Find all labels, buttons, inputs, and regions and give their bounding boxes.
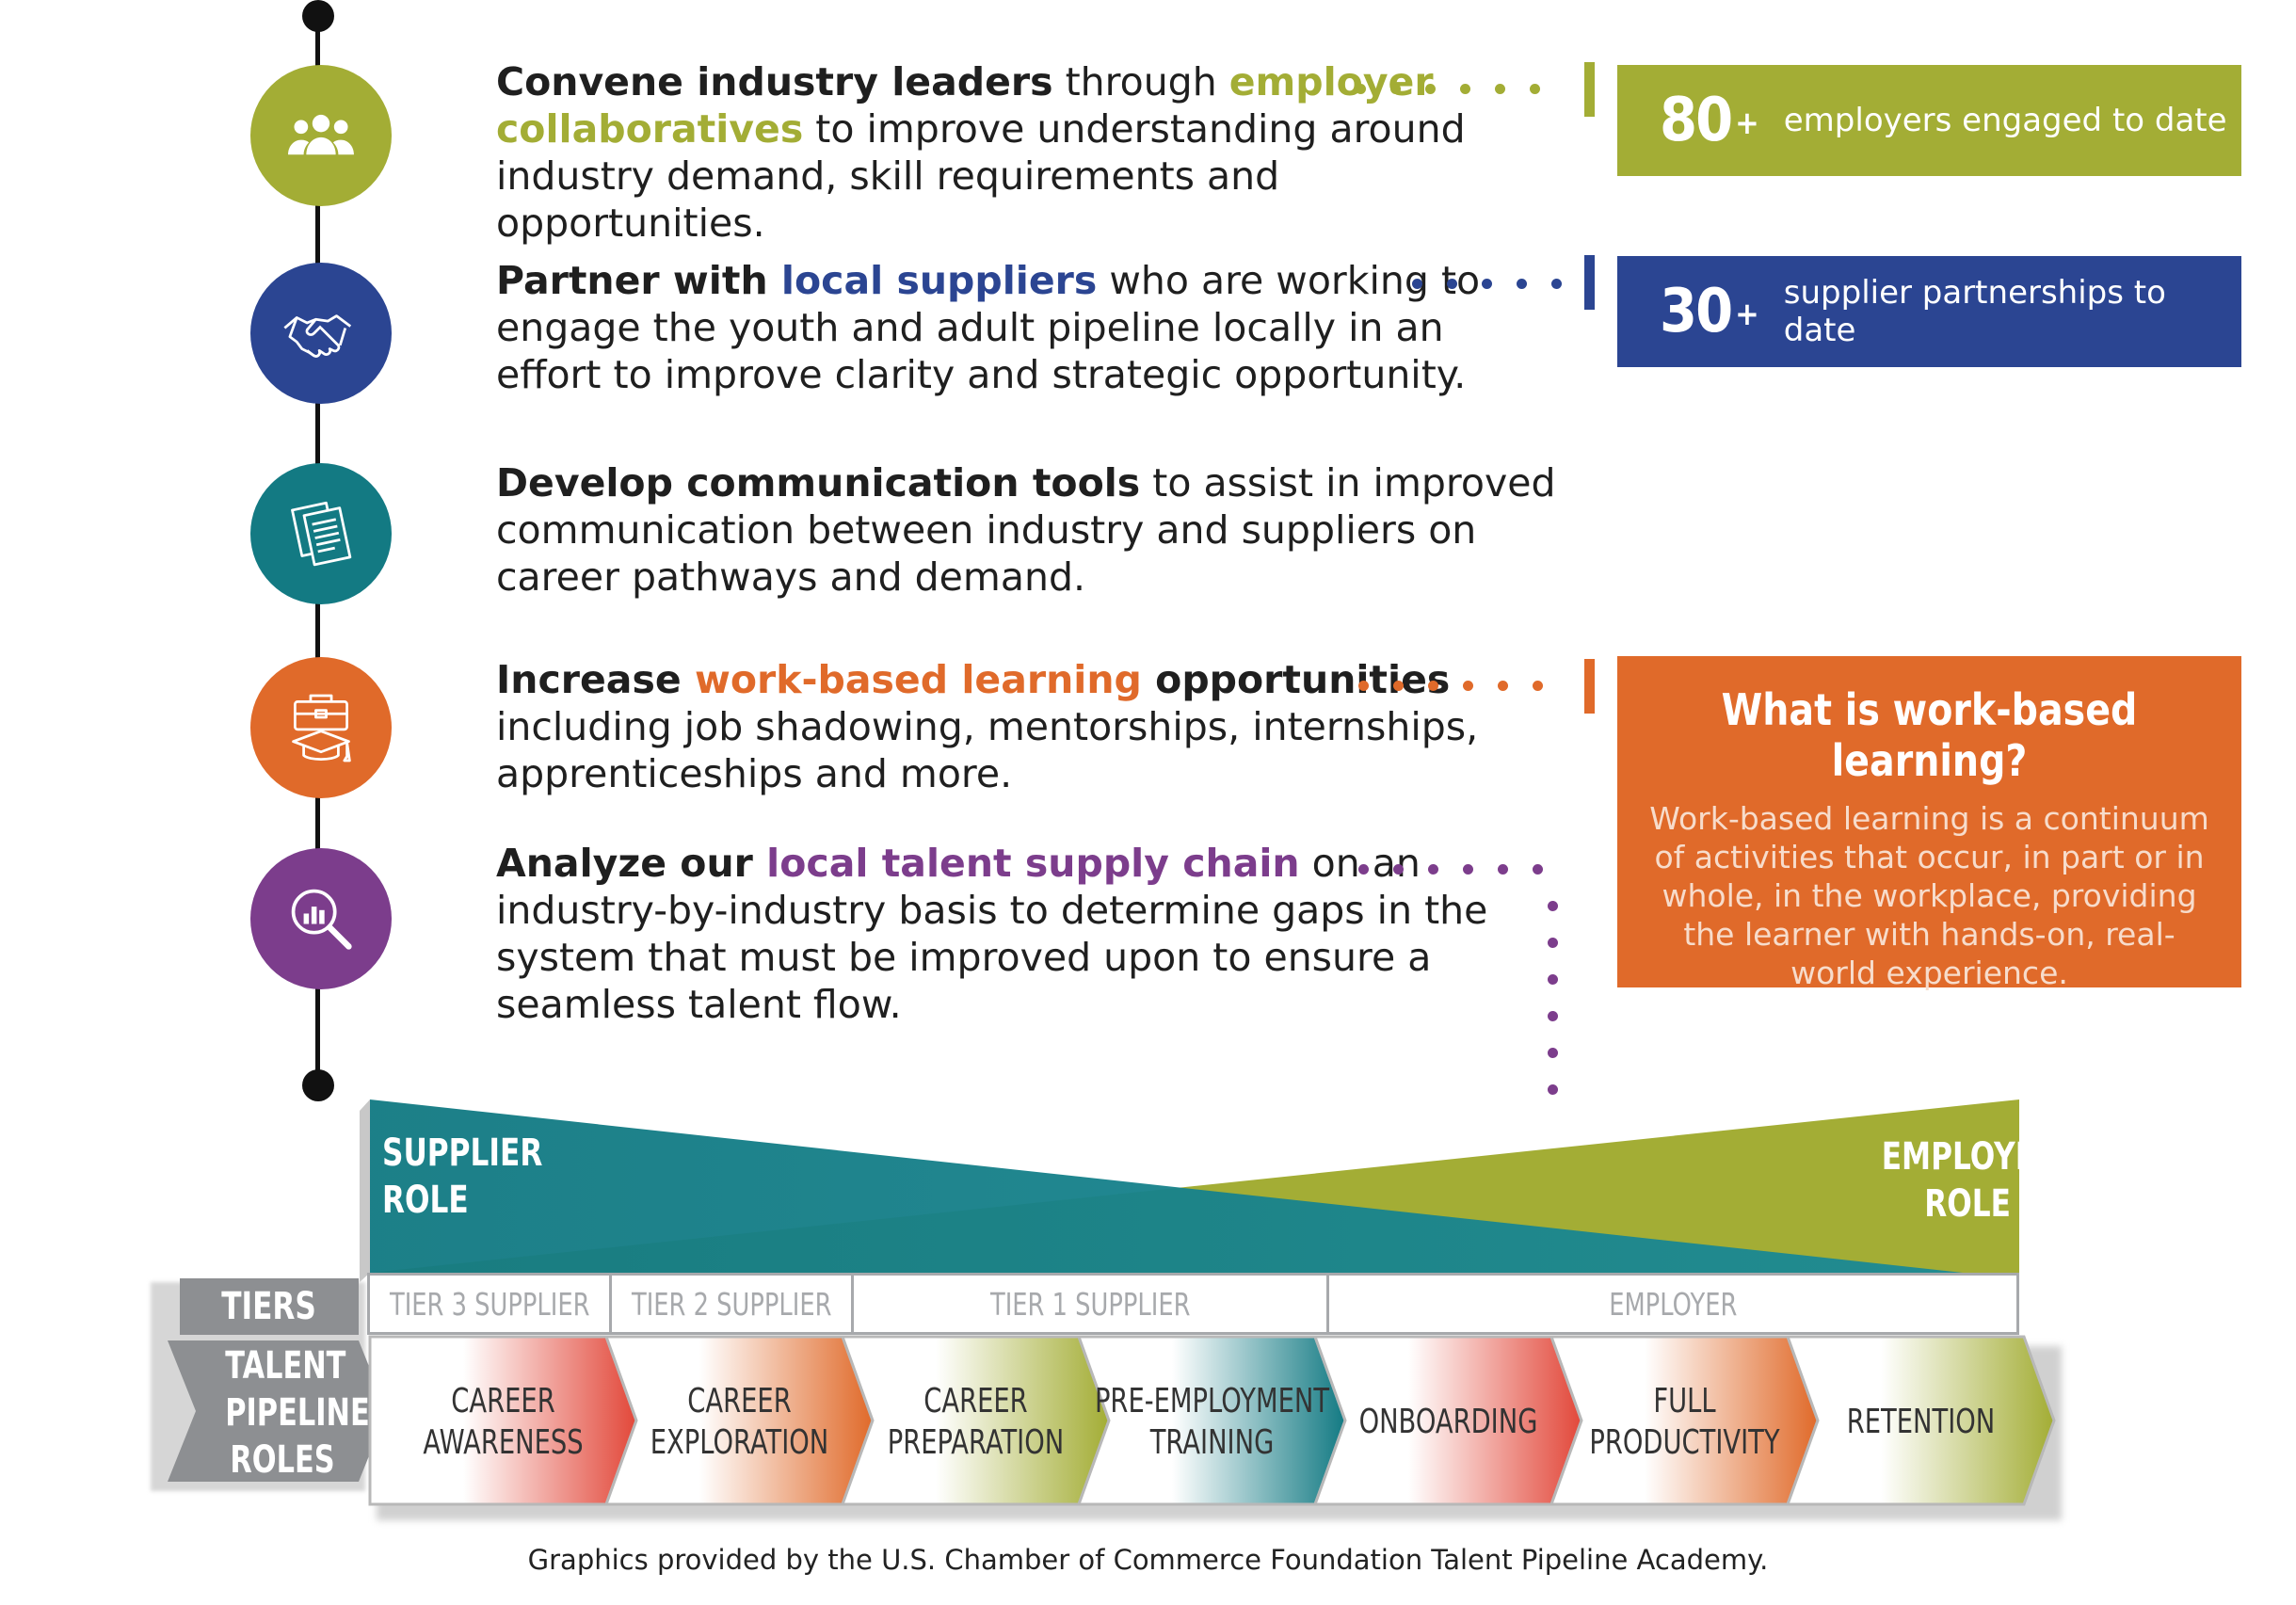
tier-3-supplier: TIER 3 SUPPLIER <box>370 1276 612 1332</box>
footnote: Graphics provided by the U.S. Chamber of… <box>527 1544 1769 1576</box>
timeline-start-dot <box>302 0 334 32</box>
pipeline-step-4-label: TRAINING <box>1149 1421 1274 1462</box>
pipeline-step-6-label: FULL <box>1653 1380 1715 1420</box>
pipeline-step-7-label: RETENTION <box>1847 1401 1996 1441</box>
stat-employers-number: 80+ <box>1660 86 1759 155</box>
stat-suppliers-number: 30+ <box>1660 277 1759 346</box>
connector-dots-2 <box>1412 279 1562 289</box>
briefcase-graduation-icon <box>250 657 392 798</box>
pipeline-step-7 <box>1785 1335 2056 1506</box>
pipeline-step-2-label: EXPLORATION <box>650 1421 829 1462</box>
connector-marker-4 <box>1584 659 1595 714</box>
stat-employers-label: employers engaged to date <box>1783 102 2227 139</box>
connector-dots-1 <box>1356 84 1540 94</box>
item-text-5: Analyze our local talent supply chain on… <box>496 841 1488 1027</box>
tiers-label: TIERS <box>180 1278 359 1335</box>
wbl-body: Work-based learning is a continuum of ac… <box>1649 800 2209 991</box>
item-text-3: Develop communication tools to assist in… <box>496 460 1556 600</box>
supplier-role-triangle <box>370 1099 1963 1273</box>
tier-1-supplier: TIER 1 SUPPLIER <box>854 1276 1329 1332</box>
magnifier-chart-icon <box>250 848 392 989</box>
connector-dots-4 <box>1358 681 1543 691</box>
pipeline-step-3-label: CAREER <box>923 1380 1027 1420</box>
connector-dots-5 <box>1358 864 1543 875</box>
pipeline-step-2-label: CAREER <box>687 1380 791 1420</box>
item-text-4: Increase work-based learning opportuniti… <box>496 657 1479 796</box>
people-group-icon <box>250 65 392 206</box>
pipeline-step-6-label: PRODUCTIVITY <box>1589 1421 1780 1462</box>
tier-2-supplier: TIER 2 SUPPLIER <box>612 1276 854 1332</box>
wbl-title: What is work-based learning? <box>1721 684 2138 786</box>
pipeline-step-1-label: CAREER <box>451 1380 554 1420</box>
stat-employers-box: 80+ employers engaged to date <box>1617 65 2241 176</box>
documents-icon <box>250 463 392 604</box>
pipeline-step-5-label: ONBOARDING <box>1359 1401 1538 1441</box>
connector-marker-2 <box>1584 255 1595 310</box>
pipeline-roles-arrow <box>168 1340 387 1482</box>
tiers-row: TIER 3 SUPPLIER TIER 2 SUPPLIER TIER 1 S… <box>367 1273 2019 1335</box>
pipeline-step-1-label: AWARENESS <box>423 1421 583 1462</box>
pipeline-step-4-label: PRE-EMPLOYMENT <box>1095 1380 1330 1420</box>
item-text-1: Convene industry leaders through employe… <box>496 59 1466 246</box>
stat-suppliers-box: 30+ supplier partnerships to date <box>1617 256 2241 367</box>
stat-suppliers-label: supplier partnerships to date <box>1783 274 2166 349</box>
wbl-definition-box: What is work-based learning? Work-based … <box>1617 656 2241 991</box>
connector-marker-1 <box>1584 62 1595 117</box>
item-text-2: Partner with local suppliers who are wor… <box>496 258 1481 397</box>
handshake-icon <box>250 263 392 404</box>
tier-employer: EMPLOYER <box>1608 1285 1738 1323</box>
pipeline-step-3-label: PREPARATION <box>888 1421 1065 1462</box>
timeline-end-dot <box>302 1069 334 1101</box>
